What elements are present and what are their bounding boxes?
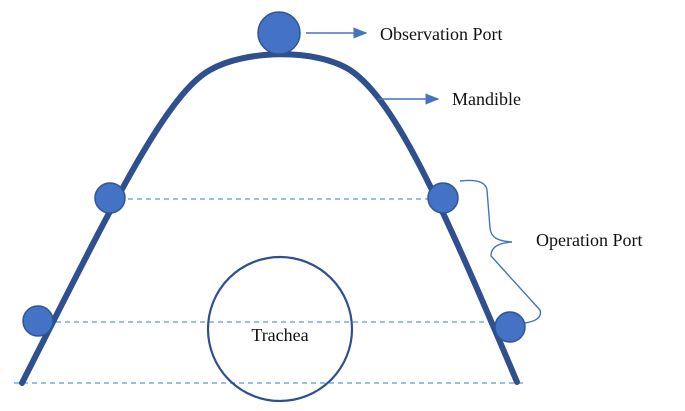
mandible-label: Mandible [452,89,521,109]
operation-port-brace [459,179,542,324]
operation-port-upper-right [427,182,459,214]
trachea-label: Trachea [251,325,308,345]
trachea-circle [206,255,354,403]
operation-port-label: Operation Port [536,230,642,250]
operation-port-lower-left [22,305,54,337]
observation-port [257,11,301,55]
observation-port-label: Observation Port [380,24,502,44]
operation-port-lower-right [494,311,526,343]
operation-port-upper-left [94,182,126,214]
